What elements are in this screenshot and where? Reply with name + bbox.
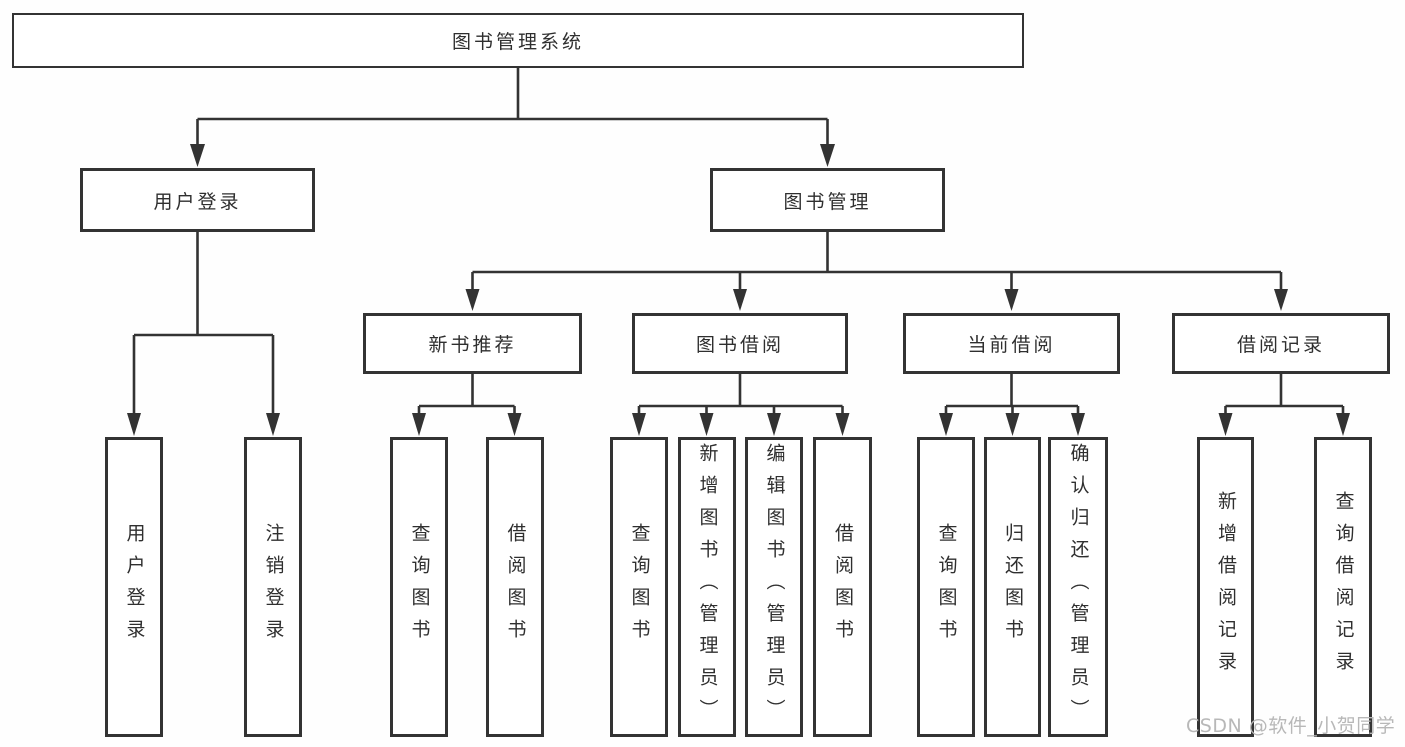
leaf-logout-login: 注销登录 — [244, 437, 302, 737]
leaf-record-add-borrow-record: 新增借阅记录 — [1197, 437, 1254, 737]
leaf-label: 编辑图书（管理员） — [763, 443, 786, 731]
leaf-label: 归还图书 — [1002, 523, 1024, 651]
leaf-label: 注销登录 — [262, 523, 285, 651]
node-label: 用户登录 — [153, 190, 242, 213]
node-label: 借阅记录 — [1236, 334, 1325, 356]
node-new-book-recommend: 新书推荐 — [363, 313, 582, 374]
leaf-borrow-edit-books-admin: 编辑图书（管理员） — [745, 437, 803, 737]
leaf-label: 确认归还（管理员） — [1067, 443, 1090, 731]
connector-user-login-to-leaves — [127, 232, 280, 436]
node-label: 图书管理 — [783, 190, 872, 213]
csdn-watermark: CSDN @软件_小贺同学 — [1186, 715, 1396, 737]
leaf-newbook-borrow-books: 借阅图书 — [486, 437, 544, 737]
connector-root-to-level2 — [190, 68, 835, 167]
leaf-label: 查询图书 — [408, 523, 431, 651]
leaf-label: 查询借阅记录 — [1332, 491, 1355, 683]
leaf-record-query-borrow-record: 查询借阅记录 — [1314, 437, 1372, 737]
node-label: 新书推荐 — [428, 334, 517, 356]
node-user-login: 用户登录 — [80, 168, 315, 232]
node-label: 图书借阅 — [695, 334, 784, 356]
leaf-label: 查询图书 — [935, 523, 958, 651]
leaf-borrow-query-books: 查询图书 — [610, 437, 668, 737]
connector-book-mgmt-to-level3 — [465, 232, 1288, 311]
connector-book-borrow-to-leaves — [632, 374, 850, 436]
leaf-borrow-add-books-admin: 新增图书（管理员） — [678, 437, 736, 737]
connector-current-borrow-to-leaves — [939, 374, 1085, 436]
arrowhead — [190, 144, 205, 167]
leaf-current-confirm-return-admin: 确认归还（管理员） — [1048, 437, 1108, 737]
connector-borrow-record-to-leaves — [1218, 374, 1350, 436]
leaf-label: 新增借阅记录 — [1215, 491, 1237, 683]
node-current-borrow: 当前借阅 — [903, 313, 1120, 374]
arrowhead — [820, 144, 835, 167]
node-borrow-record: 借阅记录 — [1172, 313, 1390, 374]
node-label: 当前借阅 — [967, 334, 1056, 356]
leaf-user-login: 用户登录 — [105, 437, 163, 737]
leaf-label: 借阅图书 — [504, 523, 527, 651]
connector-new-book-to-leaves — [412, 374, 522, 436]
leaf-label: 用户登录 — [123, 523, 146, 651]
node-book-borrow: 图书借阅 — [632, 313, 848, 374]
leaf-newbook-query-books: 查询图书 — [390, 437, 448, 737]
leaf-borrow-borrow-books: 借阅图书 — [813, 437, 872, 737]
node-book-management: 图书管理 — [710, 168, 945, 232]
leaf-label: 新增图书（管理员） — [696, 443, 719, 731]
leaf-current-return-books: 归还图书 — [984, 437, 1041, 737]
node-label: 图书管理系统 — [451, 31, 584, 53]
node-root-system: 图书管理系统 — [12, 13, 1024, 68]
leaf-label: 借阅图书 — [832, 523, 854, 651]
leaf-label: 查询图书 — [628, 523, 651, 651]
leaf-current-query-books: 查询图书 — [917, 437, 975, 737]
